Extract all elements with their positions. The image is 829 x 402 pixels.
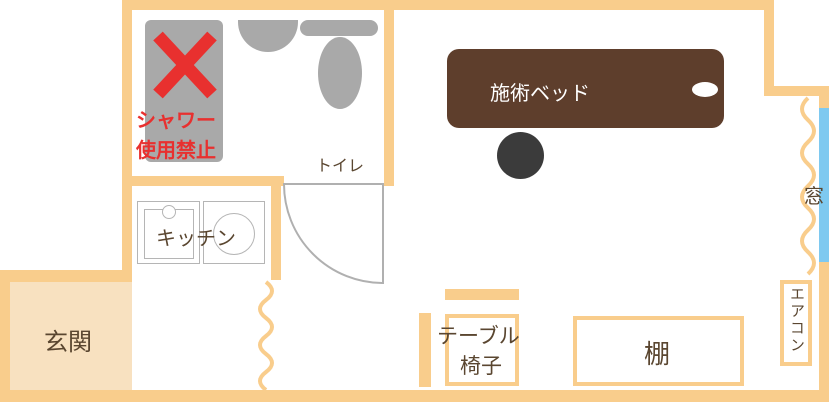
window [819,108,829,262]
chair-label: 椅子 [460,354,502,378]
prohibited-x-icon [153,31,217,99]
bench [419,313,431,387]
shower-prohibited-line1: シャワー [136,108,216,132]
faucet-icon [162,205,176,219]
wall [0,390,829,402]
shower-prohibited-line2: 使用禁止 [136,138,216,162]
wall [764,86,829,96]
shelf [573,316,744,386]
wall [0,270,132,282]
kitchen-stove [203,201,265,264]
chair [445,314,519,386]
table-top [445,289,519,300]
table-label: テーブル [437,324,520,348]
wall [384,0,774,10]
window-label: 窓 [804,184,824,208]
shelf-label: 棚 [644,340,671,370]
aircon [780,280,812,366]
treatment-bed-label: 施術ベッド [490,81,590,105]
treatment-bed [447,49,724,128]
entrance-label: 玄関 [44,328,92,356]
kitchen-sink [137,201,200,264]
entrance-floor [10,282,132,390]
wall [384,0,394,186]
wall [122,0,394,10]
washbasin [238,20,298,52]
aircon-label: エアコン [788,286,806,354]
curtain-icon [800,96,816,276]
toilet-bowl [318,37,362,109]
toilet-door[interactable] [282,183,385,285]
wall [764,0,774,96]
wall [122,176,284,186]
kitchen-label: キッチン [156,226,236,250]
toilet-tank [300,20,378,36]
wall [384,176,394,186]
face-hole-icon [692,82,718,97]
wall [122,0,132,272]
wall [271,176,281,280]
toilet-label: トイレ [316,156,365,175]
curtain-icon [258,280,274,392]
stove-burner-icon [213,213,255,255]
wall [0,270,10,402]
stool [497,132,544,179]
